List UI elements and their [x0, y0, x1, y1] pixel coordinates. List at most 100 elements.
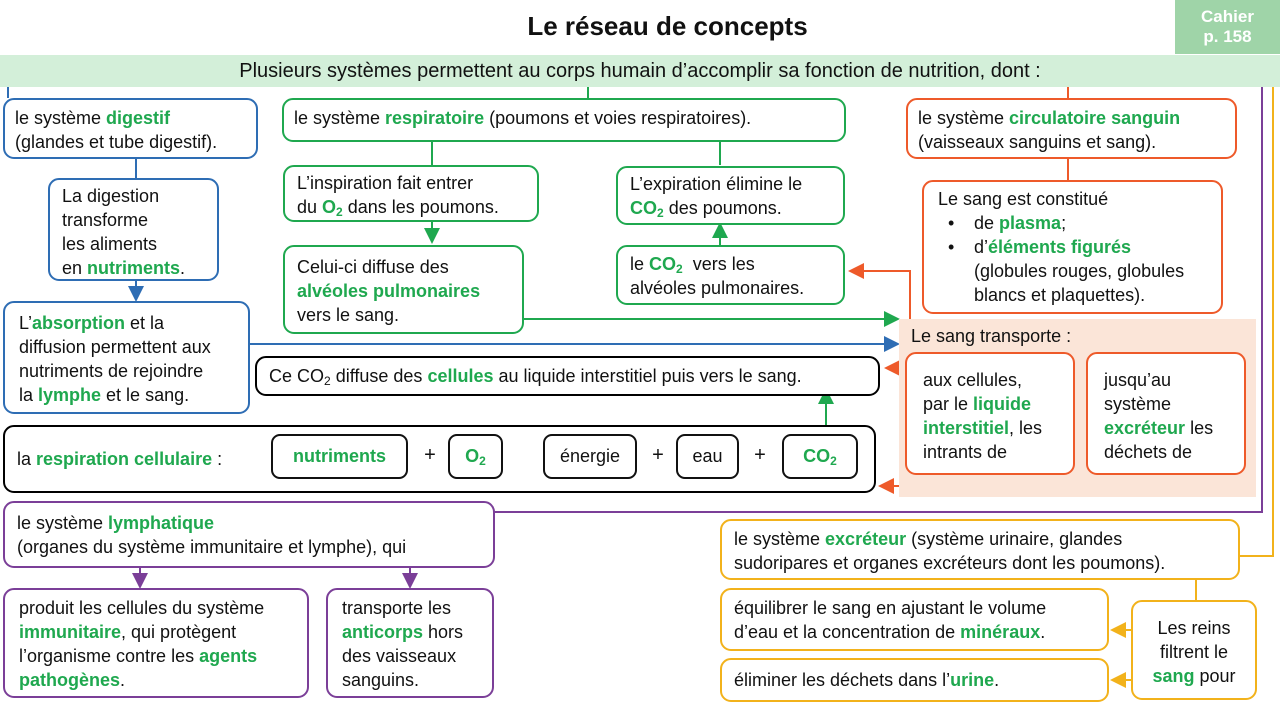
eliminate-prefix: éliminer les déchets dans l’	[734, 670, 951, 690]
transport-left-line-1: aux cellules,	[923, 370, 1023, 390]
transport-right-line-2: système	[1104, 394, 1172, 414]
expiration-line-2-suffix: des poumons.	[663, 198, 782, 218]
digestive-system-detail: (glandes et tube digestif).	[15, 132, 218, 152]
respiratory-system-keyword: respiratoire	[385, 108, 485, 128]
absorption-line-3: nutriments de rejoindre	[19, 361, 204, 381]
blood-keyword: sang	[1152, 666, 1195, 686]
equation-plus-3: +	[754, 444, 766, 466]
transport-left-line-2-prefix: par le	[923, 394, 974, 414]
bullet-1: •	[948, 213, 955, 233]
formed-elements-line-3: blancs et plaquettes).	[974, 285, 1146, 305]
respiratory-system-box: le système respiratoire (poumons et voie…	[282, 98, 846, 142]
co2-subscript: 2	[657, 206, 664, 220]
expiration-box: L’expiration élimine le CO2 des poumons.	[616, 166, 845, 225]
pathogens-keyword-1: agents	[199, 646, 258, 666]
equation-o2-label: O	[465, 446, 480, 466]
transport-left-line-4: intrants de	[923, 442, 1008, 462]
immune-cells-box: produit les cellules du système immunita…	[3, 588, 309, 698]
lymph-keyword: lymphe	[38, 385, 102, 405]
antibodies-line-3: des vaisseaux	[342, 646, 457, 666]
digestion-line-4-prefix: en	[62, 258, 88, 278]
cellular-respiration-keyword: respiration cellulaire	[36, 449, 213, 469]
antibodies-line-1: transporte les	[342, 598, 452, 618]
equation-nutriments-label: nutriments	[292, 446, 386, 466]
blood-composition-box: Le sang est constitué •de plasma; •d’élé…	[922, 180, 1223, 314]
plasma-suffix: ;	[1061, 213, 1067, 233]
absorption-line-4-suffix: et le sang.	[101, 385, 190, 405]
cahier-reference-badge: Cahier p. 158	[1175, 0, 1280, 54]
absorption-prefix: L’	[19, 313, 33, 333]
immune-line-3-prefix: l’organisme contre les	[19, 646, 200, 666]
digestion-keyword: nutriments	[87, 258, 181, 278]
equation-co2-subscript: 2	[830, 454, 837, 468]
balance-blood-box: équilibrer le sang en ajustant le volume…	[720, 588, 1109, 651]
balance-line-1: équilibrer le sang en ajustant le volume	[734, 598, 1047, 618]
co2-subscript-2: 2	[676, 262, 683, 276]
alveoli-keyword: alvéoles pulmonaires	[297, 281, 481, 301]
equation-co2: CO2	[782, 434, 858, 479]
oxygen-subscript: 2	[336, 205, 343, 219]
excretory-keyword: excréteur	[1104, 418, 1186, 438]
excretory-system-line-1-rest: (système urinaire, glandes	[906, 529, 1123, 549]
pathogens-keyword-2: pathogènes	[19, 670, 121, 690]
digestion-line-1: La digestion	[62, 186, 160, 206]
formed-elements-prefix: d’	[974, 237, 989, 257]
equation-energie: énergie	[543, 434, 637, 479]
immune-keyword: immunitaire	[19, 622, 122, 642]
equation-o2: O2	[448, 434, 503, 479]
kidneys-box: Les reins filtrent le sang pour	[1131, 600, 1257, 700]
cellular-co2-prefix: Ce CO	[269, 366, 325, 386]
cellular-co2-suffix: au liquide interstitiel puis vers le san…	[493, 366, 802, 386]
excretory-system-keyword: excréteur	[825, 529, 907, 549]
digestion-line-3: les aliments	[62, 234, 158, 254]
absorption-line-4-prefix: la	[19, 385, 39, 405]
circulatory-system-keyword: circulatoire sanguin	[1009, 108, 1181, 128]
transport-right-line-4: déchets de	[1104, 442, 1193, 462]
immune-line-2-rest: , qui protègent	[121, 622, 237, 642]
interstitial-fluid-keyword-2: interstitiel	[923, 418, 1010, 438]
digestive-system-box: le système digestif (glandes et tube dig…	[3, 98, 258, 159]
immune-line-4-suffix: .	[120, 670, 126, 690]
intro-banner: Plusieurs systèmes permettent au corps h…	[0, 55, 1280, 87]
antibodies-keyword: anticorps	[342, 622, 424, 642]
equation-eau-label: eau	[692, 446, 723, 466]
excretory-system-box: le système excréteur (système urinaire, …	[720, 519, 1240, 580]
eliminate-suffix: .	[994, 670, 1000, 690]
cellular-co2-subscript: 2	[324, 374, 331, 388]
co2-keyword-2: CO	[649, 254, 677, 274]
cellular-respiration-prefix: la	[17, 449, 37, 469]
absorption-keyword: absorption	[32, 313, 126, 333]
excretory-system-line-2: sudoripares et organes excréteurs dont l…	[734, 553, 1166, 573]
transport-left-line-3-suffix: , les	[1009, 418, 1043, 438]
digestion-line-4-suffix: .	[180, 258, 186, 278]
expiration-line-1: L’expiration élimine le	[630, 174, 803, 194]
alveoli-diffusion-box: Celui-ci diffuse des alvéoles pulmonaire…	[283, 245, 524, 334]
page-title: Le réseau de concepts	[527, 11, 808, 41]
cells-keyword: cellules	[427, 366, 494, 386]
plasma-keyword: plasma	[999, 213, 1062, 233]
kidneys-line-3-suffix: pour	[1194, 666, 1236, 686]
eliminate-waste-box: éliminer les déchets dans l’urine.	[720, 658, 1109, 702]
circulatory-system-detail: (vaisseaux sanguins et sang).	[918, 132, 1157, 152]
equation-plus-1: +	[424, 444, 436, 466]
formed-elements-line-2: (globules rouges, globules	[974, 261, 1185, 281]
lymphatic-system-keyword: lymphatique	[108, 513, 215, 533]
digestion-box: La digestion transforme les aliments en …	[48, 178, 219, 281]
balance-line-2-suffix: .	[1040, 622, 1046, 642]
kidneys-line-2: filtrent le	[1159, 642, 1229, 662]
co2-line-1-suffix: vers les	[682, 254, 755, 274]
oxygen-keyword: O	[322, 197, 337, 217]
antibodies-box: transporte les anticorps hors des vaisse…	[326, 588, 494, 698]
equation-eau: eau	[676, 434, 739, 479]
diffusion-line-3: vers le sang.	[297, 305, 400, 325]
lymphatic-system-box: le système lymphatique (organes du systè…	[3, 501, 495, 568]
respiratory-system-prefix: le système	[294, 108, 386, 128]
excretory-system-prefix: le système	[734, 529, 826, 549]
minerals-keyword: minéraux	[960, 622, 1041, 642]
inspiration-line-2-suffix: dans les poumons.	[342, 197, 499, 217]
transport-right-line-1: jusqu’au	[1104, 370, 1172, 390]
inspiration-line-2-prefix: du	[297, 197, 323, 217]
equation-nutriments: nutriments	[271, 434, 408, 479]
formed-elements-keyword: éléments figurés	[988, 237, 1132, 257]
co2-line-2: alvéoles pulmonaires.	[630, 278, 805, 298]
